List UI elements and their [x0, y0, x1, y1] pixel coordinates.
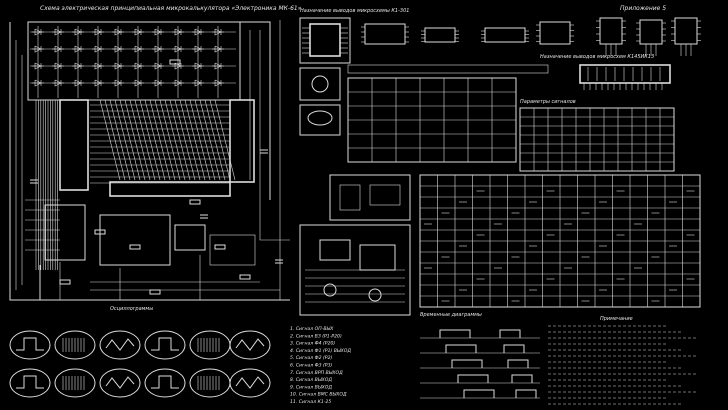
sheet-title: Схема электрическая принципиальная микро… [40, 5, 302, 12]
ic-driver [209, 234, 256, 266]
legend-item: 11. Сигнал К1-25 [290, 399, 331, 405]
signal-table: Параметры сигналов [347, 77, 675, 172]
ic-k145ik1306 [44, 204, 86, 261]
legend-item: 1. Сигнал ОП-ВЫХ [290, 326, 334, 332]
pin-designation-title: Назначение выводов микросхем К145ИК13 [540, 54, 654, 60]
oscillograms-title: Осциллограммы [110, 306, 153, 312]
signal-table-title: Параметры сигналов [520, 99, 576, 105]
display-block: Назначение выводов микросхемы К1-301 [299, 8, 409, 136]
legend-item: 3. Сигнал Ф4 (Р20) [290, 341, 335, 347]
main-circuit [9, 20, 290, 301]
component-outlines: Назначение выводов микросхем К145ИК13 [347, 17, 701, 90]
ic-register [174, 224, 206, 251]
converter-circuit [299, 224, 411, 316]
legend-item: 5. Сигнал Ф2 (Р2) [290, 355, 332, 361]
legend-item: 6. Сигнал Ф3 (Р3) [290, 363, 332, 369]
appendix-label: Приложение 5 [620, 5, 666, 12]
legend-item: 7. Сигнал ВРП ВЫХОД [290, 370, 343, 376]
oscillograms-panel: Осциллограммы [9, 306, 271, 398]
timing-diagram: Временные диаграммы [420, 312, 540, 399]
legend-item: 4. Сигнал Ф1 (Р1) ВЫХОД [290, 348, 351, 354]
notes-block: Примечание [548, 316, 698, 405]
pin-table [419, 174, 701, 308]
notes-title: Примечание [600, 316, 633, 322]
indicator-tube [579, 64, 671, 84]
ic-k145ik1302 [59, 99, 89, 191]
ic-memory-bus [109, 181, 231, 197]
ic-k145ik1303 [229, 99, 255, 183]
legend-item: 2. Сигнал ВЗ (Р1-Р20) [290, 333, 342, 339]
ic-k745ip1 [99, 214, 171, 266]
keyboard-matrix [27, 21, 241, 101]
power-supply-block [299, 174, 411, 316]
legend-item: 10. Сигнал ВМС ВЫХОД [290, 392, 347, 398]
pin-assignment-title: Назначение выводов микросхемы К1-301 [300, 8, 409, 14]
legend-item: 9. Сигнал ВЫХОД [290, 384, 332, 390]
timing-title: Временные диаграммы [420, 312, 482, 318]
legend-item: 8. Сигнал ВЫХОД [290, 377, 332, 383]
